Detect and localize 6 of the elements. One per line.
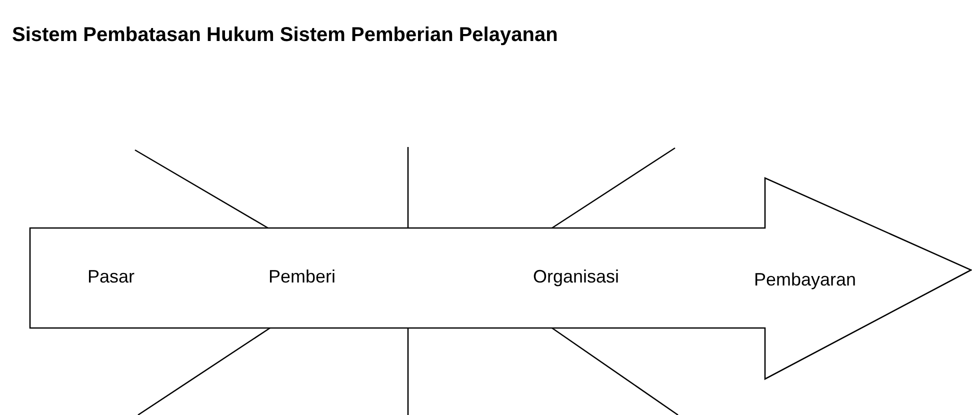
arrow-label: Pemberi: [268, 266, 336, 288]
arrow-label: Organisasi: [532, 266, 620, 288]
title: Sistem Pembatasan Hukum Sistem Pemberian Pelayanan: [12, 23, 559, 48]
arrow-shape: [29, 176, 972, 381]
arrow-label: Pembayaran: [754, 270, 856, 290]
arrow-label: Pasar: [87, 266, 135, 288]
